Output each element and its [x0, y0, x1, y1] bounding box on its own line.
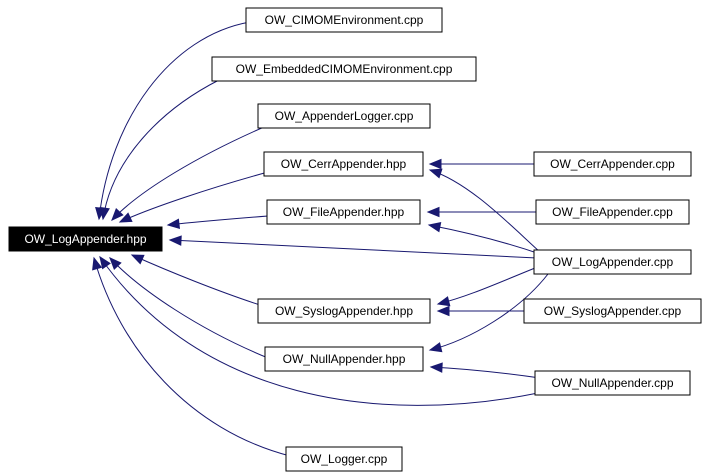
node-logapp-cpp[interactable]: OW_LogAppender.cpp	[533, 249, 692, 275]
edge-n_logger-to-n_root	[92, 256, 291, 457]
node-cimom[interactable]: OW_CIMOMEnvironment.cpp	[245, 7, 443, 33]
node-box	[285, 446, 403, 472]
edge-arrowhead	[428, 342, 443, 353]
node-label: OW_AppenderLogger.cpp	[275, 109, 414, 123]
node-label: OW_SyslogAppender.hpp	[275, 304, 413, 318]
node-label: OW_FileAppender.cpp	[552, 205, 673, 219]
edge-n_null_cpp-to-n_null_hpp	[429, 362, 541, 379]
node-cerr-cpp[interactable]: OW_CerrAppender.cpp	[533, 151, 692, 177]
node-box	[534, 370, 691, 396]
node-applogger[interactable]: OW_AppenderLogger.cpp	[257, 103, 431, 129]
node-box	[523, 298, 702, 324]
edge-arrowhead	[118, 212, 133, 223]
node-box	[533, 249, 692, 275]
edge-arrowhead	[130, 254, 145, 265]
node-box	[264, 346, 424, 372]
node-syslog-cpp[interactable]: OW_SyslogAppender.cpp	[523, 298, 702, 324]
edge-n_logapp_cpp-to-n_file_hpp	[427, 222, 541, 255]
edge-line	[93, 257, 291, 457]
node-syslog-hpp[interactable]: OW_SyslogAppender.hpp	[257, 298, 431, 324]
node-box	[535, 199, 690, 225]
edge-arrowhead	[428, 158, 442, 170]
node-label: OW_NullAppender.cpp	[551, 376, 673, 390]
node-box	[245, 7, 443, 33]
edge-n_embedded-to-n_root	[99, 79, 220, 221]
edge-line	[430, 366, 541, 379]
edge-line	[119, 171, 269, 223]
node-label: OW_EmbeddedCIMOMEnvironment.cpp	[236, 62, 453, 76]
edge-n_logapp_cpp-to-n_cerr_hpp	[428, 168, 541, 253]
edge-arrowhead	[111, 208, 124, 221]
node-root[interactable]: OW_LogAppender.hpp	[8, 226, 163, 252]
edge-n_syslog_cpp-to-n_syslog_hpp	[436, 305, 526, 317]
edge-arrowhead	[99, 255, 111, 270]
node-box	[266, 199, 421, 225]
edge-arrowhead	[428, 168, 443, 179]
edge-arrowhead	[427, 222, 442, 233]
edge-arrowhead	[92, 256, 103, 271]
edge-line	[428, 224, 541, 255]
edge-arrowhead	[166, 218, 181, 229]
edge-line	[102, 79, 220, 220]
node-box	[211, 56, 477, 82]
node-null-hpp[interactable]: OW_NullAppender.hpp	[264, 346, 424, 372]
edge-line	[429, 273, 549, 351]
edge-line	[167, 215, 269, 226]
node-label: OW_CerrAppender.cpp	[550, 157, 675, 171]
edge-n_null_hpp-to-n_root	[109, 257, 269, 359]
node-cerr-hpp[interactable]: OW_CerrAppender.hpp	[263, 151, 424, 177]
node-file-hpp[interactable]: OW_FileAppender.hpp	[266, 199, 421, 225]
edge-n_file_cpp-to-n_file_hpp	[426, 206, 538, 218]
node-label: OW_Logger.cpp	[301, 452, 388, 466]
edge-line	[98, 21, 251, 220]
edge-n_null_cpp-to-n_root	[99, 255, 539, 406]
edge-n_applogger-to-n_root	[111, 126, 265, 221]
edge-line	[169, 239, 538, 259]
edge-n_file_hpp-to-n_root	[166, 215, 269, 229]
edge-arrowhead	[426, 206, 440, 218]
edge-arrowhead	[429, 362, 443, 373]
node-file-cpp[interactable]: OW_FileAppender.cpp	[535, 199, 690, 225]
node-box	[263, 151, 424, 177]
edge-n_cimom-to-n_root	[95, 21, 251, 221]
edge-arrowhead	[436, 305, 450, 317]
edge-line	[429, 169, 541, 253]
edge-line	[131, 254, 261, 306]
node-label: OW_CIMOMEnvironment.cpp	[265, 13, 424, 27]
node-label: OW_LogAppender.hpp	[24, 232, 146, 246]
node-box	[257, 103, 431, 129]
edge-arrowhead	[436, 296, 451, 307]
edge-n_logapp_cpp-to-n_root	[168, 235, 538, 259]
node-label: OW_LogAppender.cpp	[552, 255, 674, 269]
edge-arrowhead	[99, 206, 110, 221]
edge-line	[109, 257, 269, 359]
node-label: OW_SyslogAppender.cpp	[544, 304, 682, 318]
node-box	[257, 298, 431, 324]
node-null-cpp[interactable]: OW_NullAppender.cpp	[534, 370, 691, 396]
edge-n_cerr_cpp-to-n_cerr_hpp	[428, 158, 536, 170]
edge-line	[99, 256, 539, 406]
node-logger[interactable]: OW_Logger.cpp	[285, 446, 403, 472]
nodes-layer: OW_LogAppender.hpp OW_CIMOMEnvironment.cp…	[8, 7, 702, 472]
node-label: OW_NullAppender.hpp	[283, 352, 406, 366]
edge-n_logapp_cpp-to-n_null_hpp	[428, 273, 549, 353]
node-box	[533, 151, 692, 177]
node-embedded[interactable]: OW_EmbeddedCIMOMEnvironment.cpp	[211, 56, 477, 82]
edge-arrowhead	[168, 235, 182, 246]
edge-n_logapp_cpp-to-n_syslog_hpp	[436, 265, 541, 307]
edges-layer	[92, 21, 549, 457]
edge-n_cerr_hpp-to-n_root	[118, 171, 269, 223]
edge-arrowhead	[109, 257, 122, 270]
edge-n_syslog_hpp-to-n_root	[130, 254, 261, 306]
node-label: OW_CerrAppender.hpp	[281, 157, 407, 171]
node-box	[8, 226, 163, 252]
node-label: OW_FileAppender.hpp	[283, 205, 405, 219]
edge-line	[111, 126, 265, 221]
